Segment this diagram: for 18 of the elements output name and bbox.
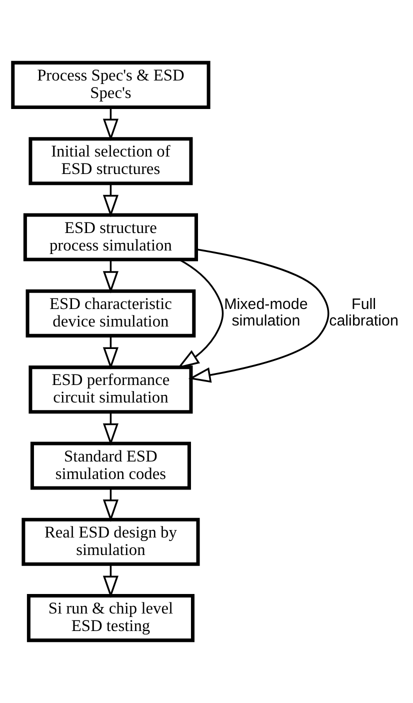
- node-box: Si run & chip level ESD testing: [26, 594, 194, 642]
- node-box: Process Spec's & ESD Spec's: [11, 60, 210, 109]
- arrow: [102, 260, 119, 294]
- node-box: Initial selection of ESD structures: [28, 137, 193, 186]
- node-box: ESD characteristic device simulation: [26, 289, 196, 338]
- node-box: Standard ESD simulation codes: [30, 442, 191, 490]
- arrow: [102, 336, 119, 370]
- node-box: ESD performance circuit simulation: [28, 366, 193, 414]
- node-box: Real ESD design by simulation: [22, 518, 200, 566]
- edge-label: Mixed-mode simulation: [224, 296, 308, 330]
- arrow: [102, 412, 119, 446]
- arrow: [102, 184, 119, 218]
- arrow: [102, 564, 119, 598]
- edge-label: Full calibration: [329, 296, 398, 330]
- arrow: [188, 248, 330, 383]
- node-box: ESD structure process simulation: [23, 213, 198, 262]
- arrow: [102, 107, 119, 142]
- arrow: [102, 488, 119, 522]
